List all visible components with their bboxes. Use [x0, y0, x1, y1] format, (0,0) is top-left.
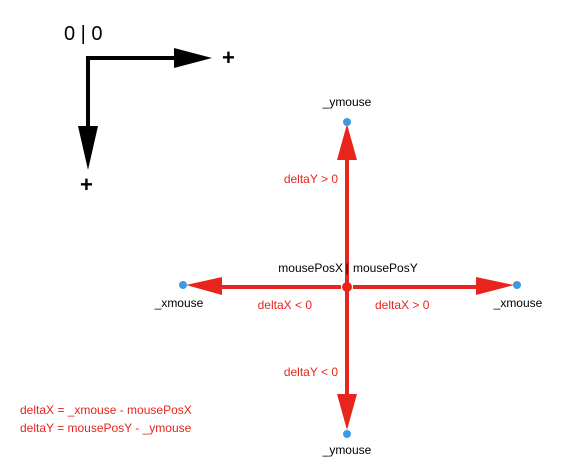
top-endpoint-dot — [343, 118, 351, 126]
delta-up-label: deltaY > 0 — [284, 172, 338, 186]
formula-delta-y: deltaY = mousePosY - _ymouse — [20, 421, 192, 435]
arrow-right-head — [476, 277, 514, 295]
x-axis-arrowhead — [174, 48, 212, 68]
x-axis-line — [86, 56, 180, 130]
bottom-endpoint-dot — [343, 430, 351, 438]
coordinate-system: 0 | 0 + + — [64, 23, 235, 197]
arrow-down-head — [337, 394, 357, 430]
arrow-up-head — [337, 124, 357, 160]
delta-down-label: deltaY < 0 — [284, 365, 338, 379]
left-endpoint-dot — [179, 281, 187, 289]
center-point — [342, 282, 352, 292]
top-endpoint-label: _ymouse — [322, 95, 372, 109]
x-positive-label: + — [222, 45, 235, 70]
origin-label: 0 | 0 — [64, 23, 103, 45]
right-endpoint-dot — [513, 281, 521, 289]
bottom-endpoint-label: _ymouse — [322, 443, 372, 457]
delta-left-label: deltaX < 0 — [258, 298, 313, 312]
y-axis-arrowhead — [78, 126, 98, 170]
direction-arrows — [186, 124, 514, 430]
mouse-pos-x-label: mousePosX — [278, 261, 343, 275]
right-endpoint-label: _xmouse — [493, 296, 543, 310]
arrow-left-head — [186, 277, 222, 295]
left-endpoint-label: _xmouse — [154, 296, 204, 310]
mouse-pos-y-label: mousePosY — [353, 261, 418, 275]
delta-right-label: deltaX > 0 — [375, 298, 430, 312]
center-separator: | — [345, 261, 348, 275]
formula-delta-x: deltaX = _xmouse - mousePosX — [20, 403, 192, 417]
y-positive-label: + — [80, 172, 93, 197]
